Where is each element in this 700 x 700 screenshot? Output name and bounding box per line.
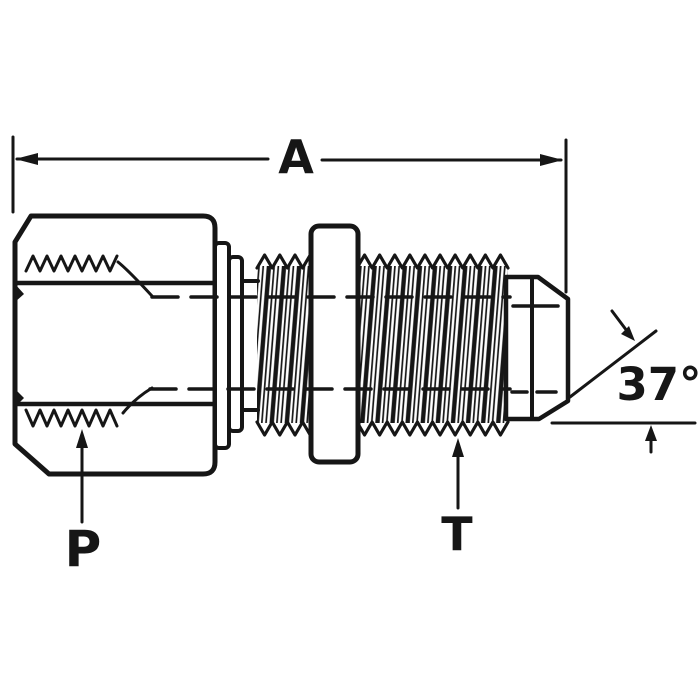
pointer-t: T <box>441 438 473 561</box>
t-arrowhead <box>452 438 464 457</box>
thread-runout-top <box>116 260 154 298</box>
p-label: P <box>65 520 102 578</box>
angle-leader-arrowhead <box>621 326 635 341</box>
nut-outline <box>12 213 218 477</box>
dim-a-label: A <box>278 130 314 184</box>
thread-crest-bottom <box>355 420 510 437</box>
nose-outline <box>503 274 571 422</box>
arrowhead-right <box>540 154 563 166</box>
pointer-p: P <box>65 429 102 578</box>
angle-up-arrowhead <box>645 425 657 441</box>
t-label: T <box>441 507 473 561</box>
flare-nose <box>503 274 571 422</box>
thread-crest-top <box>355 253 510 270</box>
thread-hatch <box>257 266 310 423</box>
coupling-nut <box>12 213 218 477</box>
flare-angle-callout: 37° <box>550 309 700 454</box>
thread-hatch <box>357 266 508 423</box>
collar-ring-outer <box>213 241 231 450</box>
collar <box>213 241 260 450</box>
hex-corner-mark-lower <box>15 389 24 407</box>
bulkhead-locknut <box>308 223 361 465</box>
internal-thread-bottom <box>24 408 119 428</box>
thread-section-long <box>355 253 510 437</box>
p-arrowhead <box>76 429 88 448</box>
thread-crest-top <box>255 253 312 270</box>
flare-angle-label: 37° <box>616 358 700 411</box>
thread-crest-bottom <box>255 420 312 437</box>
internal-thread-top <box>24 254 119 273</box>
hex-corner-mark-upper <box>15 284 24 302</box>
collar-ring-inner <box>227 255 244 433</box>
bore-centerlines <box>148 295 512 391</box>
arrowhead-left <box>15 153 38 165</box>
dimension-a: A <box>11 130 568 294</box>
angle-diagonal-line <box>568 329 658 399</box>
thread-section-short <box>255 253 312 437</box>
